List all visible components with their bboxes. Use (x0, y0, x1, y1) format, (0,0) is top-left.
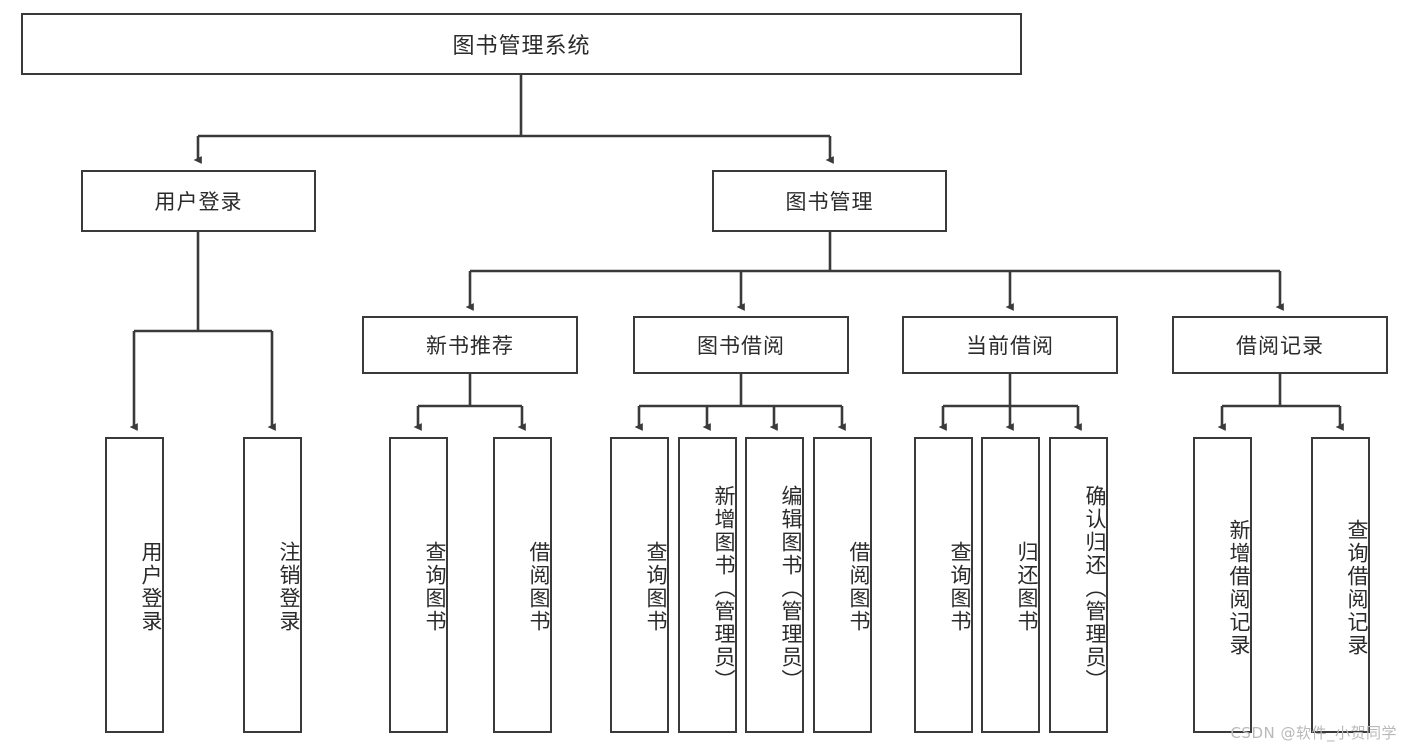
node-leaf-book-borrow-edit-label: 编辑图书（管理员） (779, 484, 803, 692)
node-leaf-user-login-login-label: 用户登录 (139, 541, 163, 633)
node-leaf-book-borrow-add[interactable]: 新增图书（管理员） (678, 437, 737, 733)
node-leaf-current-borrow-confirm[interactable]: 确认归还（管理员） (1049, 437, 1108, 733)
node-borrow-record[interactable]: 借阅记录 (1172, 316, 1388, 374)
node-book-borrow-label: 图书借阅 (697, 334, 785, 358)
node-book-management[interactable]: 图书管理 (712, 170, 947, 232)
node-user-login-label: 用户登录 (154, 190, 243, 214)
node-leaf-new-book-borrow[interactable]: 借阅图书 (493, 437, 552, 733)
node-leaf-current-borrow-query[interactable]: 查询图书 (914, 437, 973, 733)
node-leaf-user-login-logout[interactable]: 注销登录 (243, 437, 302, 733)
node-leaf-current-borrow-query-label: 查询图书 (948, 541, 972, 633)
node-leaf-borrow-record-add[interactable]: 新增借阅记录 (1193, 437, 1252, 733)
node-leaf-current-borrow-return-label: 归还图书 (1015, 541, 1039, 633)
node-leaf-new-book-query-label: 查询图书 (423, 541, 447, 633)
node-leaf-current-borrow-confirm-label: 确认归还（管理员） (1083, 484, 1107, 692)
node-new-book-recommend-label: 新书推荐 (426, 334, 514, 358)
node-root-system-label: 图书管理系统 (452, 34, 591, 59)
node-leaf-borrow-record-query-label: 查询借阅记录 (1345, 519, 1369, 657)
node-book-management-label: 图书管理 (785, 190, 874, 214)
node-book-borrow[interactable]: 图书借阅 (633, 316, 849, 374)
node-user-login[interactable]: 用户登录 (81, 170, 316, 232)
node-borrow-record-label: 借阅记录 (1236, 334, 1324, 358)
node-leaf-user-login-login[interactable]: 用户登录 (105, 437, 164, 733)
node-leaf-book-borrow-borrow-label: 借阅图书 (847, 541, 871, 633)
node-leaf-book-borrow-query[interactable]: 查询图书 (610, 437, 669, 733)
node-current-borrow[interactable]: 当前借阅 (902, 316, 1118, 374)
node-current-borrow-label: 当前借阅 (966, 334, 1054, 358)
node-leaf-new-book-borrow-label: 借阅图书 (527, 541, 551, 633)
node-leaf-new-book-query[interactable]: 查询图书 (389, 437, 448, 733)
node-leaf-borrow-record-add-label: 新增借阅记录 (1227, 519, 1251, 657)
node-leaf-book-borrow-query-label: 查询图书 (644, 541, 668, 633)
node-leaf-book-borrow-edit[interactable]: 编辑图书（管理员） (745, 437, 804, 733)
node-root-system[interactable]: 图书管理系统 (21, 13, 1022, 75)
node-leaf-book-borrow-borrow[interactable]: 借阅图书 (813, 437, 872, 733)
node-leaf-borrow-record-query[interactable]: 查询借阅记录 (1311, 437, 1370, 733)
node-new-book-recommend[interactable]: 新书推荐 (362, 316, 578, 374)
node-leaf-user-login-logout-label: 注销登录 (277, 541, 301, 633)
node-leaf-current-borrow-return[interactable]: 归还图书 (981, 437, 1040, 733)
node-leaf-book-borrow-add-label: 新增图书（管理员） (712, 484, 736, 692)
